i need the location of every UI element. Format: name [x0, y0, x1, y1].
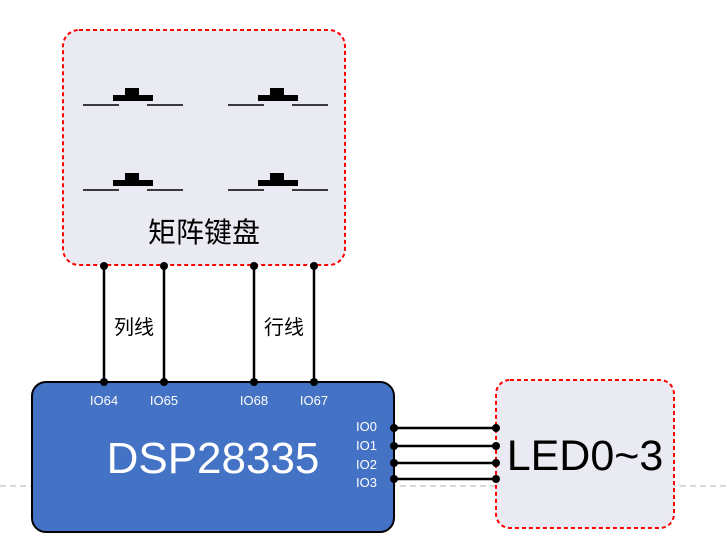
- dsp-chip-title: DSP28335: [107, 434, 320, 483]
- key-switch-icon: [228, 88, 328, 106]
- key-switch-icon: [83, 173, 183, 191]
- dsp-chip-box: [31, 381, 395, 533]
- pin-label-io65: IO65: [150, 393, 178, 408]
- pin-label-io0: IO0: [356, 419, 377, 434]
- led-label: LED0~3: [507, 432, 664, 480]
- led-wire-dots: [390, 424, 500, 483]
- pin-label-io67: IO67: [300, 393, 328, 408]
- pin-label-io1: IO1: [356, 438, 377, 453]
- key-switch-icon: [83, 88, 183, 106]
- wire-junction-dots: [100, 262, 318, 270]
- matrix-keyboard-label: 矩阵键盘: [148, 216, 260, 249]
- pin-label-io3: IO3: [356, 475, 377, 490]
- key-switch-icon: [228, 173, 328, 191]
- wires-keyboard: [102, 266, 316, 382]
- wires-led: [394, 426, 496, 481]
- dsp-top-pin-dots: [100, 378, 318, 386]
- pin-label-io68: IO68: [240, 393, 268, 408]
- led-box: [495, 379, 675, 529]
- column-lines-label: 列线: [114, 315, 154, 339]
- pin-label-io64: IO64: [90, 393, 118, 408]
- pin-label-io2: IO2: [356, 457, 377, 472]
- row-lines-label: 行线: [264, 315, 304, 339]
